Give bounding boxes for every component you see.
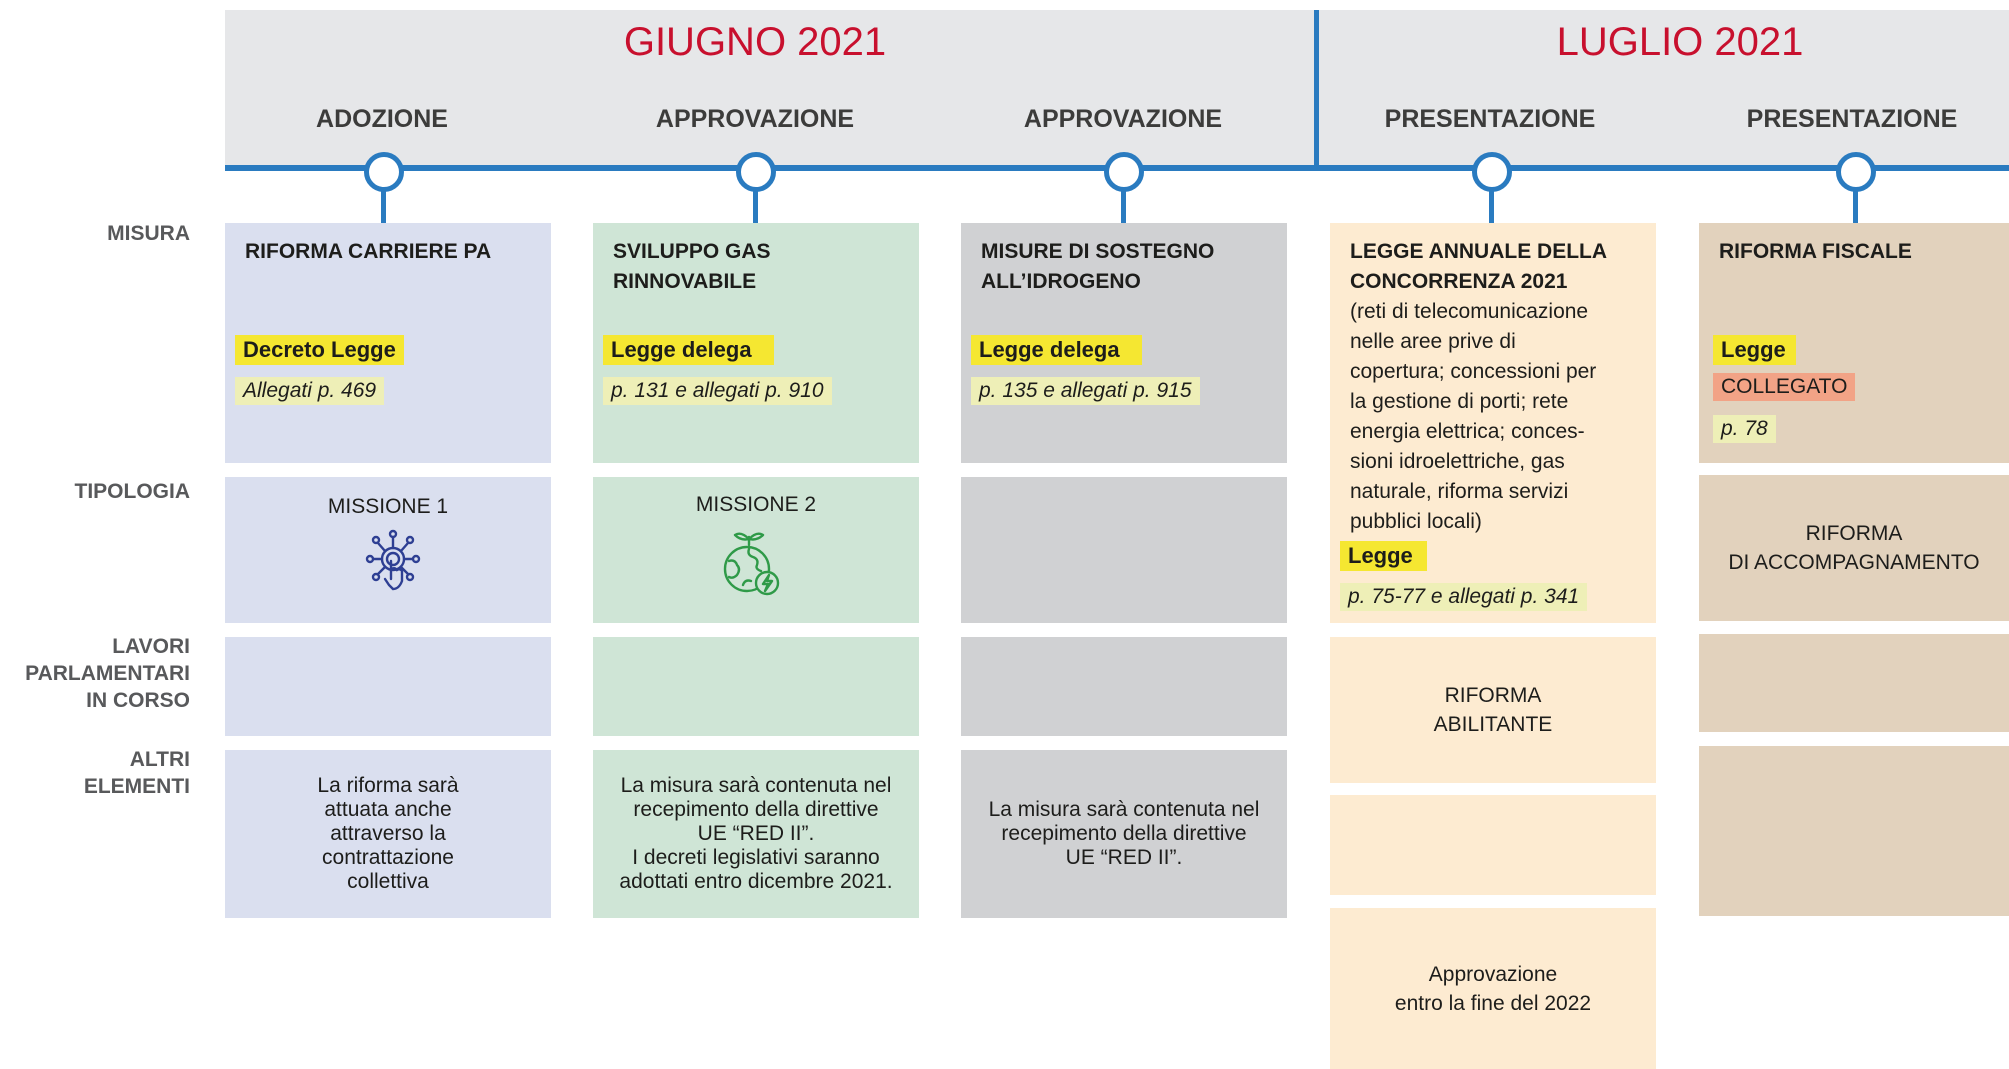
altri-line: contrattazione <box>322 846 454 869</box>
misura-title: LEGGE ANNUALE DELLA CONCORRENZA 2021 <box>1350 240 1608 293</box>
timeline-stem <box>1121 190 1126 225</box>
altri-line: Approvazione <box>1428 962 1558 986</box>
altri-line: collettiva <box>347 870 429 893</box>
altri-card-riforma-fiscale <box>1699 746 2009 916</box>
tipologia-card-gas-rinnovabile: MISSIONE 2 <box>593 477 919 623</box>
missione-label: MISSIONE 2 <box>695 493 817 516</box>
timeline-node <box>736 152 776 192</box>
lavori-card-carriere-pa <box>225 637 551 736</box>
tipologia-line: RIFORMA <box>1805 522 1903 545</box>
page-reference: p. 135 e allegati p. 915 <box>971 377 1200 405</box>
altri-line: adottati entro dicembre 2021. <box>619 870 893 893</box>
page-reference: p. 78 <box>1713 415 1776 443</box>
tipologia-line: ABILITANTE <box>1433 713 1553 736</box>
altri-line: UE “RED II”. <box>1065 846 1183 869</box>
tipologia-line: DI ACCOMPAGNAMENTO <box>1728 551 1980 574</box>
row-label-altri: ALTRI ELEMENTI <box>83 748 190 798</box>
lavori-card-concorrenza <box>1330 795 1656 895</box>
timeline-stem <box>753 190 758 225</box>
altri-line: recepimento della direttive <box>633 798 879 821</box>
phase-label: APPROVAZIONE <box>655 105 855 133</box>
digital-touch-icon <box>365 529 421 591</box>
instrument-tag: Legge delega <box>971 335 1142 365</box>
altri-line: attraverso la <box>330 822 446 845</box>
lavori-card-riforma-fiscale <box>1699 634 2009 732</box>
month-divider <box>1314 10 1319 170</box>
tipologia-card-idrogeno <box>961 477 1287 623</box>
instrument-tag: Legge <box>1713 335 1796 365</box>
lavori-card-idrogeno <box>961 637 1287 736</box>
tipologia-line: RIFORMA <box>1444 684 1542 707</box>
misura-card-concorrenza: LEGGE ANNUALE DELLA CONCORRENZA 2021 (re… <box>1330 223 1656 623</box>
misura-card-idrogeno: MISURE DI SOSTEGNO ALL’IDROGENO Legge de… <box>961 223 1287 463</box>
altri-line: La misura sarà contenuta nel <box>988 798 1260 821</box>
altri-line: I decreti legislativi saranno <box>632 846 880 869</box>
phase-label: PRESENTAZIONE <box>1746 105 1958 133</box>
timeline-header <box>225 10 2009 170</box>
misura-card-riforma-fiscale: RIFORMA FISCALE Legge COLLEGATO p. 78 <box>1699 223 2009 463</box>
timeline-node <box>1836 152 1876 192</box>
page-reference: Allegati p. 469 <box>235 377 385 405</box>
misura-card-carriere-pa: RIFORMA CARRIERE PA Decreto Legge Allega… <box>225 223 551 463</box>
timeline-stem <box>1853 190 1858 225</box>
misura-title: RIFORMA FISCALE <box>1719 240 1912 263</box>
timeline-stem <box>381 190 386 225</box>
page-reference: p. 75-77 e allegati p. 341 <box>1340 583 1588 611</box>
tipologia-card-riforma-fiscale: RIFORMA DI ACCOMPAGNAMENTO <box>1699 475 2009 621</box>
altri-card-idrogeno: La misura sarà contenuta nel recepimento… <box>961 750 1287 918</box>
altri-line: recepimento della direttive <box>1001 822 1247 845</box>
row-label-tipologia: TIPOLOGIA <box>74 480 191 503</box>
misura-card-gas-rinnovabile: SVILUPPO GAS RINNOVABILE Legge delega p.… <box>593 223 919 463</box>
phase-label: ADOZIONE <box>316 105 448 133</box>
altri-line: La misura sarà contenuta nel <box>620 774 892 797</box>
instrument-tag: Decreto Legge <box>235 335 404 365</box>
misura-title: MISURE DI SOSTEGNO ALL’IDROGENO <box>981 240 1215 293</box>
altri-card-concorrenza: Approvazione entro la fine del 2022 <box>1330 908 1656 1069</box>
phase-label: PRESENTAZIONE <box>1384 105 1596 133</box>
month-label-luglio: LUGLIO 2021 <box>1556 20 1804 64</box>
altri-card-carriere-pa: La riforma sarà attuata anche attraverso… <box>225 750 551 918</box>
misura-title: SVILUPPO GAS RINNOVABILE <box>613 240 771 293</box>
green-earth-energy-icon <box>723 532 780 596</box>
altri-line: UE “RED II”. <box>697 822 815 845</box>
altri-line: La riforma sarà <box>317 774 459 797</box>
lavori-card-gas-rinnovabile <box>593 637 919 736</box>
altri-card-gas-rinnovabile: La misura sarà contenuta nel recepimento… <box>593 750 919 918</box>
instrument-tag: Legge delega <box>603 335 774 365</box>
altri-line: entro la fine del 2022 <box>1394 991 1592 1015</box>
missione-label: MISSIONE 1 <box>327 495 449 518</box>
tipologia-card-concorrenza: RIFORMA ABILITANTE <box>1330 637 1656 783</box>
misura-description: (reti di telecomunicazione nelle aree pr… <box>1350 300 1597 533</box>
collegato-tag: COLLEGATO <box>1713 373 1856 401</box>
tipologia-card-carriere-pa: MISSIONE 1 <box>225 477 551 623</box>
timeline-node <box>1472 152 1512 192</box>
page-reference: p. 131 e allegati p. 910 <box>603 377 832 405</box>
instrument-tag: Legge <box>1340 541 1427 571</box>
altri-line: attuata anche <box>324 798 452 821</box>
row-label-lavori: LAVORI PARLAMENTARI IN CORSO <box>25 635 190 712</box>
phase-label: APPROVAZIONE <box>1023 105 1223 133</box>
timeline-stem <box>1489 190 1494 225</box>
timeline-node <box>364 152 404 192</box>
misura-title: RIFORMA CARRIERE PA <box>245 240 492 263</box>
timeline-node <box>1104 152 1144 192</box>
row-label-misura: MISURA <box>107 222 190 245</box>
month-label-giugno: GIUGNO 2021 <box>623 20 887 64</box>
